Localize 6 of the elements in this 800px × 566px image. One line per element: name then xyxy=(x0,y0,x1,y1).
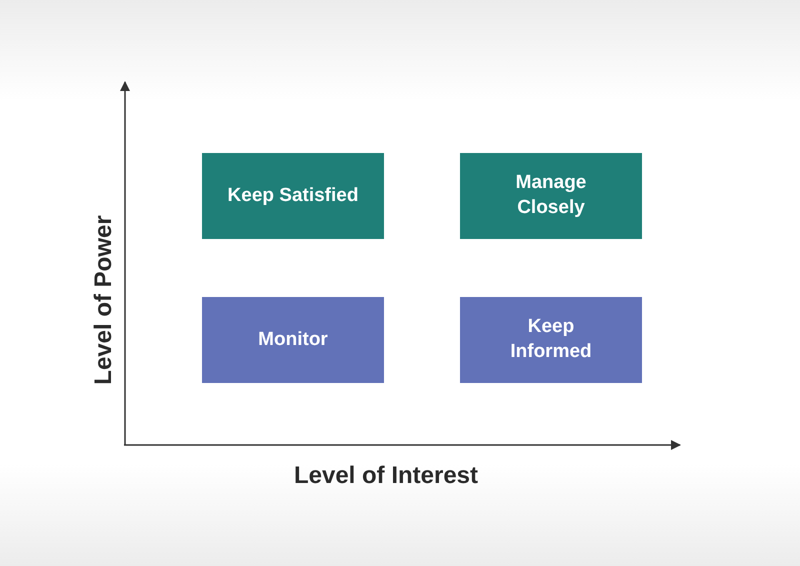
quadrant-box: Monitor xyxy=(202,297,384,383)
quadrant-box: Manage Closely xyxy=(460,153,642,239)
y-axis-title: Level of Power xyxy=(90,215,118,385)
quadrant-box: Keep Satisfied xyxy=(202,153,384,239)
quadrant-box: Keep Informed xyxy=(460,297,642,383)
x-axis-title: Level of Interest xyxy=(294,462,478,490)
